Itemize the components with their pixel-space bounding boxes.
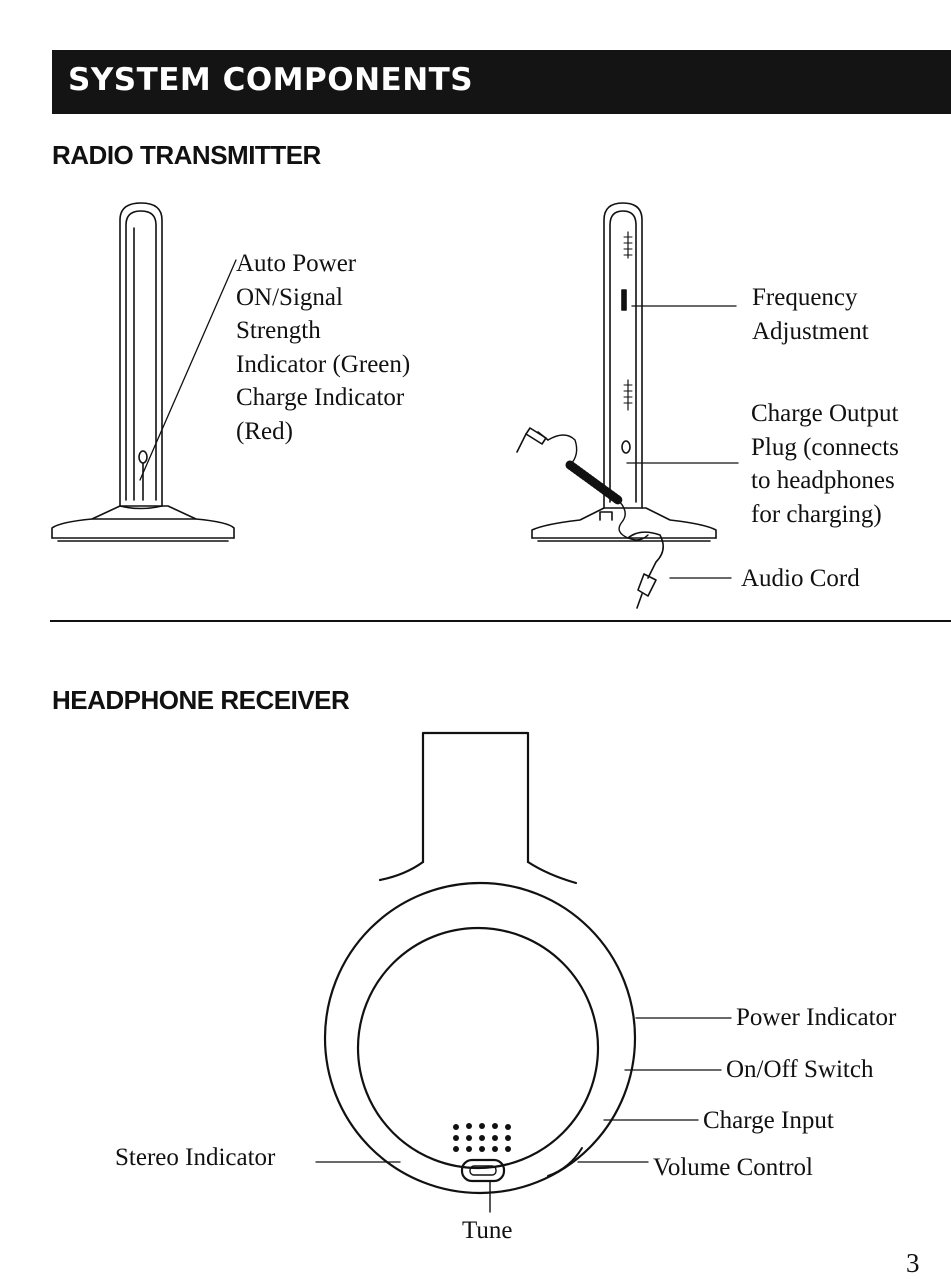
- auto-power-line: Indicator (Green): [236, 350, 411, 378]
- charge-output-line: for charging): [751, 500, 882, 528]
- audio-cord-label: Audio Cord: [741, 565, 860, 592]
- charge-output-line: Charge Output: [751, 400, 899, 427]
- power-indicator-label: Power Indicator: [736, 1004, 897, 1031]
- volume-control-label: Volume Control: [653, 1154, 813, 1181]
- transmitter-front-illustration: [51, 202, 235, 542]
- speaker-grille: [453, 1123, 511, 1152]
- section-divider: [50, 620, 951, 622]
- charge-output-line: Plug (connects: [751, 433, 899, 461]
- headphone-receiver-illustration: [323, 731, 637, 1213]
- auto-power-label: Auto Power ON/Signal Strength Indicator …: [236, 247, 410, 448]
- tune-label: Tune: [462, 1217, 513, 1244]
- auto-power-line: Charge Indicator: [236, 384, 405, 411]
- transmitter-side-illustration: [516, 202, 717, 609]
- stereo-indicator-label: Stereo Indicator: [115, 1144, 276, 1171]
- auto-power-line: Strength: [236, 317, 321, 344]
- page-title: SYSTEM COMPONENTS: [68, 62, 474, 98]
- charge-output-label: Charge Output Plug (connects to headphon…: [751, 397, 899, 531]
- auto-power-line: ON/Signal: [236, 283, 343, 311]
- auto-power-line: Auto Power: [236, 250, 357, 277]
- headphone-receiver-heading: HEADPHONE RECEIVER: [52, 685, 350, 715]
- charge-output-line: to headphones: [751, 467, 895, 494]
- section-banner: SYSTEM COMPONENTS: [52, 50, 951, 114]
- page-number: 3: [906, 1248, 920, 1278]
- charge-input-label: Charge Input: [703, 1107, 834, 1134]
- frequency-adjustment-label: Frequency Adjustment: [752, 281, 869, 348]
- auto-power-line: (Red): [236, 417, 293, 445]
- frequency-line: Frequency: [752, 284, 858, 311]
- radio-transmitter-heading: RADIO TRANSMITTER: [52, 140, 321, 170]
- on-off-switch-label: On/Off Switch: [726, 1056, 874, 1083]
- frequency-line: Adjustment: [752, 317, 869, 345]
